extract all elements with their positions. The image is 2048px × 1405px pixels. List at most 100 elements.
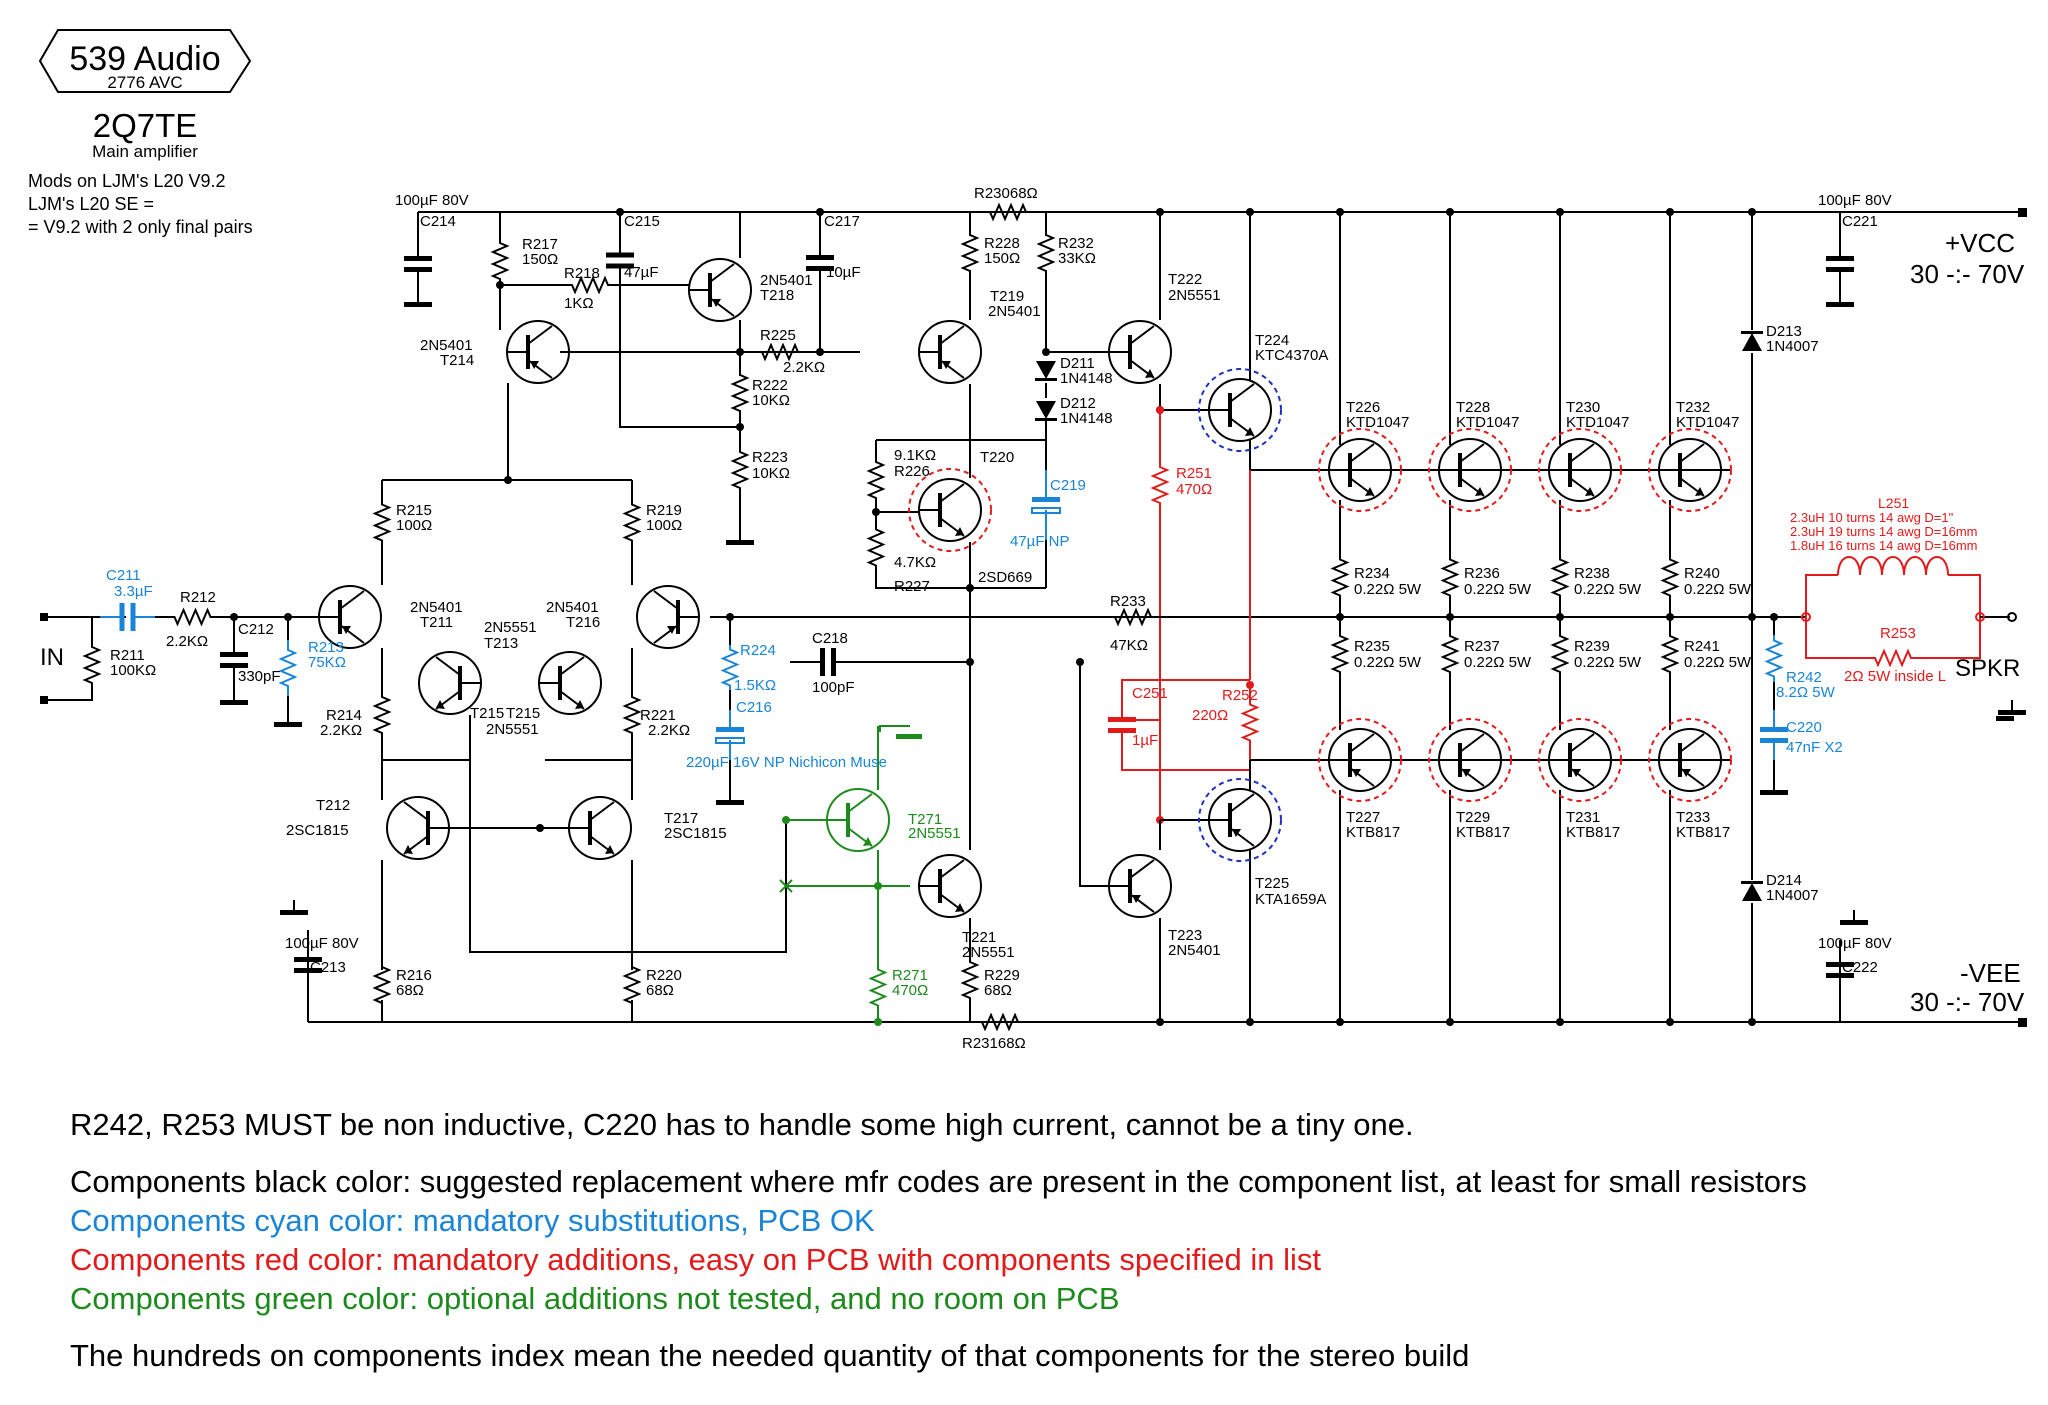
label-r242: R242 (1786, 669, 1822, 686)
resistor-r215 (372, 500, 392, 545)
label-r213v: 75KΩ (308, 654, 346, 671)
junction-dot (616, 208, 624, 216)
transistor-t219 (918, 320, 982, 384)
label-r237: R237 (1464, 638, 1500, 655)
capacitor-c215 (606, 236, 634, 285)
highlight-ring (1538, 428, 1622, 512)
label-t226: T226 (1346, 399, 1380, 416)
junction-dot (966, 658, 974, 666)
transistor-t229 (1438, 728, 1502, 792)
label-t233: T233 (1676, 809, 1710, 826)
notes-block: R242, R253 MUST be non inductive, C220 h… (70, 1105, 2030, 1375)
highlight-ring (1198, 368, 1282, 452)
label-r233: R233 (1110, 593, 1146, 610)
resistor-r230 (970, 202, 1046, 222)
label-t228v: KTD1047 (1456, 414, 1519, 431)
diode-d213 (1741, 331, 1763, 351)
resistor-r237 (1440, 632, 1460, 676)
wire (1805, 574, 1838, 617)
label-d211: D211 (1060, 355, 1095, 372)
label-r220: R220 (646, 967, 682, 984)
highlight-ring (1428, 718, 1512, 802)
junction-dot (1748, 613, 1756, 621)
label-r213: R213 (308, 639, 344, 656)
label-r253v: 2Ω 5W inside L (1844, 668, 1946, 685)
junction-dot (536, 824, 544, 832)
transistor-t212 (386, 796, 450, 860)
label-t225: T225 (1255, 875, 1289, 892)
vcc-range: 30 -:- 70V (1910, 259, 2025, 289)
label-r212: R212 (180, 589, 216, 606)
transistor-t223 (1108, 854, 1172, 918)
junction-dot (1446, 1018, 1454, 1026)
label-r242v: 8.2Ω 5W (1776, 684, 1836, 701)
highlight-ring (1428, 428, 1512, 512)
label-t214n: T214 (440, 352, 474, 369)
transistor-t271 (826, 788, 890, 852)
label-r226n: R226 (894, 463, 930, 480)
label-t226v: KTD1047 (1346, 414, 1409, 431)
label-r218v: 1KΩ (564, 295, 594, 312)
label-t223v: 2N5401 (1168, 942, 1221, 959)
transistor-t227 (1328, 728, 1392, 792)
label-c215: C215 (624, 213, 660, 230)
ground-symbol (220, 690, 248, 705)
label-r233v: 47KΩ (1110, 637, 1148, 654)
label-t225v: KTA1659A (1255, 891, 1326, 908)
label-t215: T215 (470, 705, 504, 722)
capacitor-c216 (715, 710, 745, 760)
label-r239v: 0.22Ω 5W (1574, 654, 1642, 671)
wires (45, 208, 2022, 1026)
label-c212v: 330pF (238, 668, 281, 685)
highlight-ring (1648, 428, 1732, 512)
ground-symbol (716, 790, 744, 805)
transistor-t216 (538, 651, 602, 715)
wire (45, 690, 93, 701)
junction-dot (1336, 1018, 1344, 1026)
inductor-l251 (1837, 556, 1949, 576)
label-d214v: 1N4007 (1766, 887, 1819, 904)
label-t223: T223 (1168, 927, 1202, 944)
components (40, 202, 2027, 1032)
transistor-t218 (688, 258, 752, 322)
label-c217: C217 (824, 213, 860, 230)
note-line-5: Components green color: optional additio… (70, 1281, 1120, 1316)
ground-symbol (1998, 700, 2026, 715)
label-r218: R218 (564, 265, 600, 282)
capacitor-c213 (294, 930, 322, 1000)
capacitor-c221 (1826, 236, 1854, 292)
junction-dot (1336, 208, 1344, 216)
highlight-ring (1198, 778, 1282, 862)
label-t221v: 2N5551 (962, 944, 1015, 961)
highlight-ring (1648, 718, 1732, 802)
ground-symbol (274, 712, 302, 727)
capacitor-c220 (1760, 710, 1788, 760)
junction-dot (1156, 208, 1164, 216)
label-r212v: 2.2KΩ (166, 633, 208, 650)
label-r221: R221 (640, 707, 676, 724)
label-r234v: 0.22Ω 5W (1354, 581, 1422, 598)
label-r239: R239 (1574, 638, 1610, 655)
mods-line-2: LJM's L20 SE = (28, 194, 154, 214)
wire (875, 565, 1046, 589)
label-t230v: KTD1047 (1566, 414, 1629, 431)
junction-dot (1748, 208, 1756, 216)
transistor-t214 (506, 320, 570, 384)
label-r221v: 2.2KΩ (648, 722, 690, 739)
label-t211: 2N5401 (410, 599, 463, 616)
wire (619, 285, 740, 428)
junction-dot (1246, 1018, 1254, 1026)
resistor-r238 (1550, 555, 1570, 600)
label-t220: T220 (980, 449, 1014, 466)
label-l251c: 1.8uH 16 turns 14 awg D=16mm (1790, 538, 1978, 553)
label-c219: C219 (1050, 477, 1086, 494)
label-t215v: 2N5551 (486, 721, 539, 738)
resistor-r240 (1660, 555, 1680, 600)
output-terminal (2007, 612, 2017, 622)
ground-symbol (1826, 292, 1854, 307)
label-r226: 9.1KΩ (894, 447, 936, 464)
label-t233v: KTB817 (1676, 824, 1730, 841)
label-c219v: 47µF NP (1010, 533, 1070, 550)
mods-line-1: Mods on LJM's L20 V9.2 (28, 171, 226, 191)
